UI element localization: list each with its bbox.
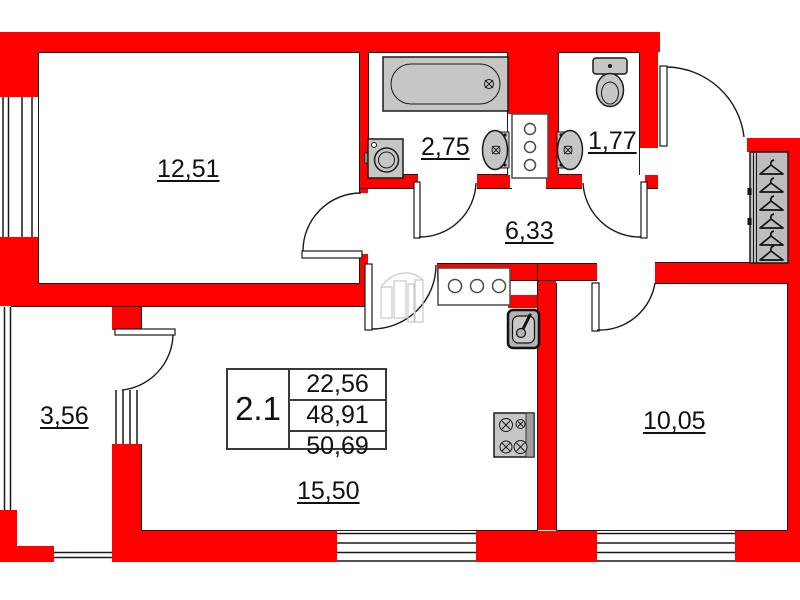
kitchen-sink-icon xyxy=(506,308,541,350)
window-bedroom-2 xyxy=(597,532,735,562)
door-bedroom xyxy=(301,192,363,259)
door-bathroom xyxy=(413,181,477,239)
wall-face-lines xyxy=(11,52,788,531)
wall-segment xyxy=(0,237,38,284)
area-label-balcony: 3,56 xyxy=(40,402,89,430)
area-label-kitchen-living: 15,50 xyxy=(297,477,360,505)
wall-segment xyxy=(747,138,800,152)
bathtub-icon xyxy=(382,56,509,112)
area-label-bedroom: 12,51 xyxy=(157,155,220,183)
door-balcony xyxy=(114,328,176,391)
balcony-glazing-bottom xyxy=(54,551,112,559)
wall-segment xyxy=(508,32,550,114)
toilet-icon xyxy=(592,57,628,108)
area-label-hallway: 6,33 xyxy=(505,217,554,245)
hanger-icon xyxy=(759,245,784,261)
wall-segment xyxy=(508,295,538,308)
window-balcony-wall xyxy=(115,390,138,444)
wall-segment xyxy=(788,152,800,532)
wall-segment xyxy=(142,531,337,562)
wall-segment xyxy=(0,546,54,562)
furniture-sketch xyxy=(380,272,424,323)
apartment-stamp: 2.1 22,56 48,91 50,69 xyxy=(226,368,387,460)
walls xyxy=(0,32,800,562)
window-bedroom xyxy=(2,97,33,237)
wall-segment xyxy=(477,175,510,188)
wall-segment xyxy=(360,52,368,193)
kitchen-shaft-icon xyxy=(437,267,511,306)
wall-segment xyxy=(655,263,788,283)
wall-segment xyxy=(0,510,17,546)
apartment-number: 2.1 xyxy=(228,370,290,448)
bathroom-sink-icon xyxy=(481,129,510,171)
hanger-icon xyxy=(759,159,784,175)
wall-segment xyxy=(546,32,558,180)
wc-sink-icon xyxy=(556,129,584,171)
wardrobe-icon xyxy=(747,151,789,264)
stove-icon xyxy=(493,412,535,458)
area-label-wc: 1,77 xyxy=(588,127,637,155)
wall-segment xyxy=(476,531,597,562)
stamp-living-area: 22,56 xyxy=(290,370,385,401)
wall-segment xyxy=(640,32,658,148)
ventilation-shaft-icon xyxy=(511,113,549,179)
door-wc xyxy=(582,181,648,239)
balcony-glazing xyxy=(3,307,12,510)
hanger-icon xyxy=(759,213,784,229)
wall-segment xyxy=(546,175,582,188)
window-living-room xyxy=(337,532,476,562)
wall-segment xyxy=(645,175,658,188)
door-entrance xyxy=(659,65,745,147)
windows xyxy=(2,97,735,562)
wall-segment xyxy=(112,444,142,562)
hanger-icon xyxy=(759,177,784,193)
wall-segment xyxy=(538,264,556,530)
stamp-total-area: 50,69 xyxy=(306,432,369,460)
wall-segment xyxy=(360,254,368,284)
wall-segment xyxy=(0,32,660,52)
apartment-areas: 22,56 48,91 50,69 xyxy=(290,370,385,460)
door-bedroom-2 xyxy=(591,282,656,332)
washing-machine-icon xyxy=(364,138,404,179)
wall-segment xyxy=(735,531,800,562)
stamp-apartment-area: 48,91 xyxy=(290,401,385,432)
wall-segment xyxy=(0,32,38,97)
door-kitchen-living xyxy=(364,263,437,331)
area-label-bedroom-2: 10,05 xyxy=(643,407,706,435)
hanger-icon xyxy=(759,195,784,211)
area-label-bathroom: 2,75 xyxy=(421,133,470,161)
wall-segment xyxy=(0,284,368,306)
hanger-icon xyxy=(759,230,784,246)
